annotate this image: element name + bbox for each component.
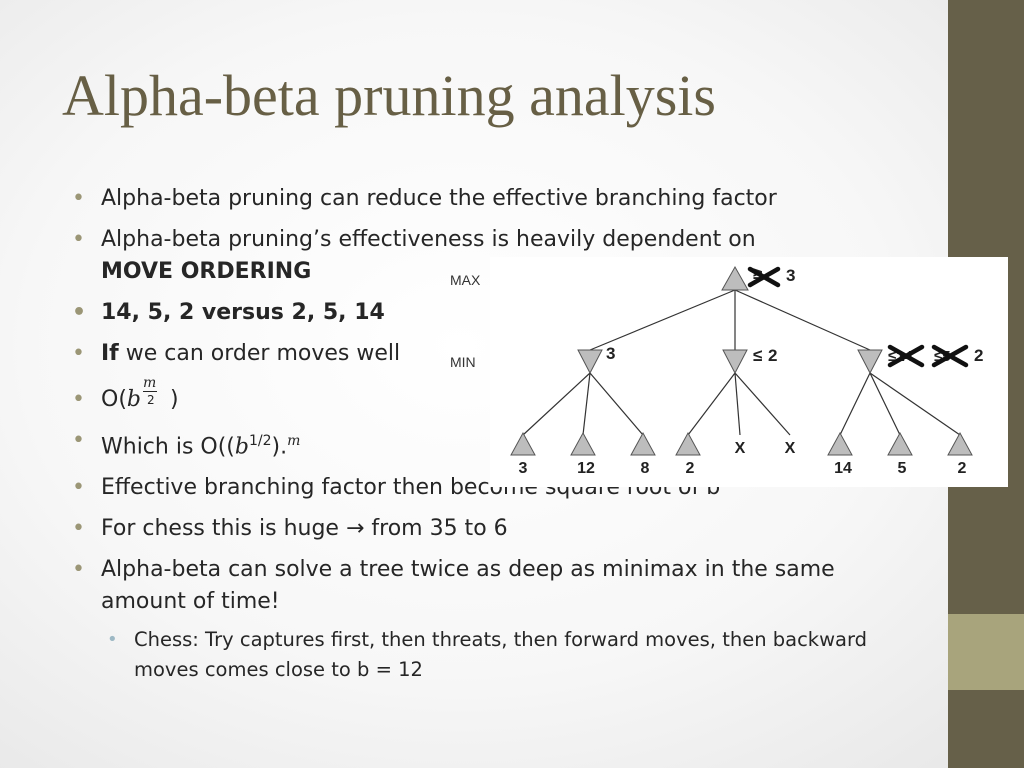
min-node-2 bbox=[722, 349, 748, 375]
pruned-leaf-marker: X bbox=[735, 440, 746, 457]
min-node-2-prefix: ≤ bbox=[753, 346, 762, 365]
leaf-value: 2 bbox=[686, 460, 695, 477]
min-node-3-value: 2 bbox=[974, 346, 983, 365]
tree-svg: MAX MIN bbox=[450, 257, 1008, 487]
min-node-3 bbox=[857, 349, 883, 375]
diagram-background bbox=[490, 257, 1008, 487]
leaf-node bbox=[510, 431, 536, 456]
bullet-branching-factor: Alpha-beta pruning can reduce the effect… bbox=[72, 183, 872, 215]
tree-nodes bbox=[510, 265, 973, 456]
leaf-node bbox=[887, 431, 913, 456]
bound-strike-mark bbox=[887, 344, 925, 368]
bullet-complexity: O(bm2 ) bbox=[72, 375, 872, 416]
min-node-1 bbox=[577, 349, 603, 375]
min-node-1-value: 3 bbox=[606, 344, 615, 363]
root-value: 3 bbox=[786, 266, 795, 285]
arrow-right-icon: → bbox=[345, 516, 365, 542]
right-band-bottom bbox=[948, 690, 1024, 768]
tree-edges bbox=[522, 289, 961, 436]
bullet-move-ordering: Alpha-beta pruning’s effectiveness is he… bbox=[72, 224, 872, 288]
right-band-accent bbox=[948, 614, 1024, 690]
leaf-node bbox=[675, 431, 701, 456]
leaf-value: 5 bbox=[898, 460, 907, 477]
leaf-node bbox=[630, 431, 656, 456]
bullet-chess: For chess this is huge → from 35 to 6 bbox=[72, 513, 872, 545]
root-strike-mark bbox=[747, 266, 781, 288]
bullet-twice-as-deep: Alpha-beta can solve a tree twice as dee… bbox=[72, 554, 881, 618]
slide-title: Alpha-beta pruning analysis bbox=[62, 63, 716, 128]
move-ordering-emphasis: MOVE ORDERING bbox=[101, 259, 312, 284]
min-label: MIN bbox=[450, 354, 476, 370]
bound-strike-mark bbox=[931, 344, 969, 368]
alpha-beta-tree-diagram: MAX MIN bbox=[450, 257, 1008, 487]
bullet-complexity-rewrite: Which is O((b1/2).m bbox=[72, 425, 872, 463]
bullet-ordering-example: 14, 5, 2 versus 2, 5, 14 bbox=[72, 297, 872, 329]
pruned-leaf-marker: X bbox=[785, 440, 796, 457]
bullet-order-moves: If we can order moves well bbox=[72, 338, 872, 370]
max-root-node bbox=[721, 265, 749, 291]
leaf-node bbox=[827, 431, 853, 456]
sub-bullet-chess-ordering: Chess: Try captures first, then threats,… bbox=[72, 625, 894, 685]
max-label: MAX bbox=[450, 272, 481, 288]
strike-marks bbox=[747, 266, 969, 368]
leaf-value: 8 bbox=[641, 460, 650, 477]
leaf-value: 12 bbox=[577, 460, 595, 477]
leaf-node bbox=[947, 431, 973, 456]
leaf-value: 2 bbox=[958, 460, 967, 477]
leaf-values: 3 12 8 2 X X 14 5 2 bbox=[519, 440, 967, 477]
leaf-node bbox=[570, 431, 596, 456]
min-node-2-value: 2 bbox=[768, 346, 777, 365]
leaf-value: 14 bbox=[834, 460, 852, 477]
leaf-value: 3 bbox=[519, 460, 528, 477]
